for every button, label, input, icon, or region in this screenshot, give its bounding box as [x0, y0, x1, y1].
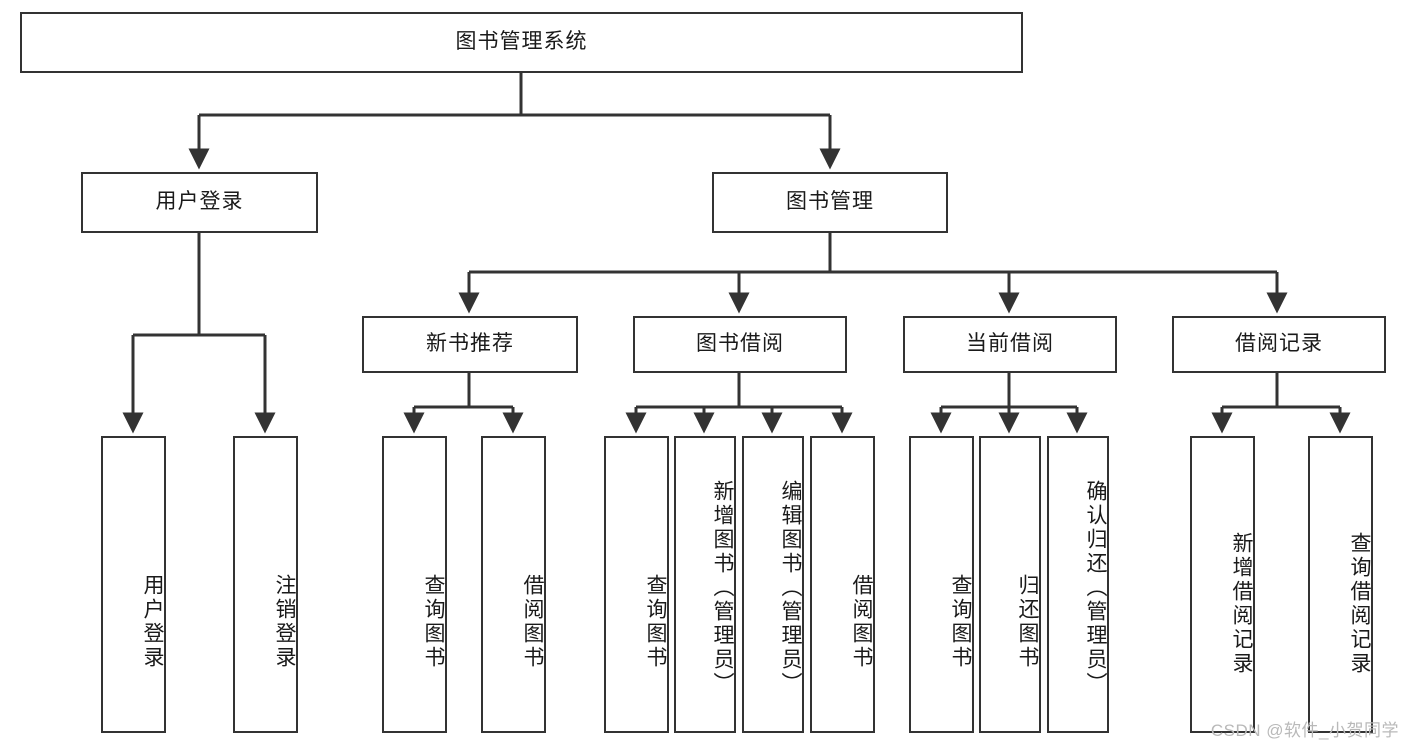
node-leaf-add-record-label: 新增借阅记录 — [1230, 531, 1253, 676]
node-book-borrow[interactable]: 图书借阅 — [633, 316, 847, 373]
node-leaf-add-record[interactable]: 新增借阅记录 — [1190, 436, 1255, 733]
node-new-book-recommend-label: 新书推荐 — [426, 332, 514, 356]
node-leaf-user-login[interactable]: 用户登录 — [101, 436, 166, 733]
node-user-login-label: 用户登录 — [155, 190, 244, 214]
node-leaf-logout-label: 注销登录 — [273, 573, 296, 670]
node-book-borrow-label: 图书借阅 — [696, 332, 784, 356]
node-leaf-user-login-label: 用户登录 — [141, 573, 164, 670]
node-leaf-query-book-3[interactable]: 查询图书 — [909, 436, 974, 733]
node-leaf-borrow-book-1[interactable]: 借阅图书 — [481, 436, 546, 733]
node-borrow-record-label: 借阅记录 — [1235, 332, 1323, 356]
node-leaf-confirm-return[interactable]: 确认归还（管理员） — [1047, 436, 1109, 733]
node-leaf-add-book[interactable]: 新增图书（管理员） — [674, 436, 736, 733]
node-user-login[interactable]: 用户登录 — [81, 172, 318, 233]
node-leaf-query-record[interactable]: 查询借阅记录 — [1308, 436, 1373, 733]
node-root[interactable]: 图书管理系统 — [20, 12, 1023, 73]
node-book-manage-label: 图书管理 — [786, 190, 874, 214]
node-leaf-return-book-label: 归还图书 — [1016, 573, 1039, 670]
node-leaf-edit-book-label: 编辑图书（管理员） — [779, 479, 802, 696]
node-leaf-edit-book[interactable]: 编辑图书（管理员） — [742, 436, 804, 733]
node-leaf-confirm-return-label: 确认归还（管理员） — [1084, 479, 1107, 696]
node-current-borrow[interactable]: 当前借阅 — [903, 316, 1117, 373]
node-leaf-query-record-label: 查询借阅记录 — [1348, 531, 1371, 676]
node-leaf-borrow-book-2-label: 借阅图书 — [850, 573, 873, 670]
node-leaf-query-book-2-label: 查询图书 — [644, 573, 667, 670]
node-new-book-recommend[interactable]: 新书推荐 — [362, 316, 578, 373]
node-root-label: 图书管理系统 — [455, 30, 588, 54]
node-leaf-borrow-book-2[interactable]: 借阅图书 — [810, 436, 875, 733]
node-leaf-query-book-1-label: 查询图书 — [422, 573, 445, 670]
node-current-borrow-label: 当前借阅 — [966, 332, 1054, 356]
node-leaf-add-book-label: 新增图书（管理员） — [711, 479, 734, 696]
node-leaf-logout[interactable]: 注销登录 — [233, 436, 298, 733]
node-leaf-return-book[interactable]: 归还图书 — [979, 436, 1041, 733]
node-borrow-record[interactable]: 借阅记录 — [1172, 316, 1386, 373]
node-leaf-query-book-3-label: 查询图书 — [949, 573, 972, 670]
node-book-manage[interactable]: 图书管理 — [712, 172, 948, 233]
node-leaf-query-book-1[interactable]: 查询图书 — [382, 436, 447, 733]
watermark-text: CSDN @软件_小贺同学 — [1210, 721, 1399, 740]
node-leaf-query-book-2[interactable]: 查询图书 — [604, 436, 669, 733]
node-leaf-borrow-book-1-label: 借阅图书 — [521, 573, 544, 670]
